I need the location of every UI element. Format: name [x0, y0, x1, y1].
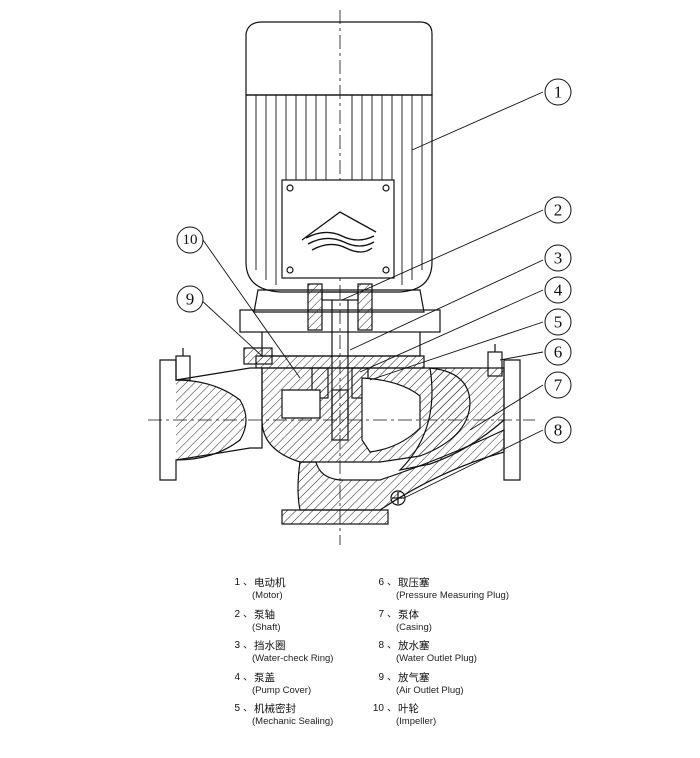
callout-10 [176, 226, 204, 254]
legend-separator: 、 [387, 577, 397, 588]
motor [245, 21, 433, 313]
legend-separator: 、 [387, 640, 397, 651]
legend-item-air-outlet-plug: 9 、 放气塞 (Air Outlet Plug) [372, 670, 572, 702]
callout-1 [544, 78, 572, 106]
legend-name-zh: 电动机 [254, 577, 286, 589]
callout-7 [544, 371, 572, 399]
legend-item-mechanic-sealing: 5 、 机械密封 (Mechanic Sealing) [228, 701, 428, 733]
legend-number: 2 [234, 608, 240, 620]
callout-label-2: 2 [554, 201, 563, 220]
terminal-box [281, 179, 395, 279]
callout-label-7: 7 [554, 376, 563, 395]
legend-name-zh: 泵盖 [254, 671, 275, 684]
callout-label-5: 5 [554, 313, 563, 332]
air-outlet-plug [175, 347, 273, 381]
legend-column-left: 1 、 电动机 (Motor) 2 、 泵轴 (Shaft) 3 、 挡水圈 (… [228, 575, 428, 733]
legend-name-en: (Pressure Measuring Plug) [396, 590, 509, 601]
callout-6 [544, 338, 572, 366]
callout-label-6: 6 [554, 343, 563, 362]
legend-name-en: (Water-check Ring) [252, 653, 334, 664]
callout-3 [544, 244, 572, 272]
legend-name-zh: 泵体 [398, 608, 419, 621]
pressure-measuring-plug [487, 344, 503, 377]
legend-separator: 、 [387, 671, 397, 683]
base-flange [281, 509, 389, 525]
legend-item-water-outlet-plug: 8 、 放水塞 (Water Outlet Plug) [372, 638, 572, 670]
legend-separator: 、 [387, 703, 397, 714]
legend-name-en: (Air Outlet Plug) [396, 684, 464, 696]
callout-label-3: 3 [554, 249, 563, 268]
callout-label-9: 9 [186, 290, 195, 309]
logo-mark [301, 211, 377, 253]
legend-number: 8 [378, 640, 384, 651]
legend-item-pump-cover: 4 、 泵盖 (Pump Cover) [228, 670, 428, 702]
legend-number: 5 [234, 703, 240, 714]
legend-number: 7 [378, 608, 384, 620]
legend-separator: 、 [243, 577, 253, 588]
bracket [239, 283, 441, 420]
legend-name-en: (Pump Cover) [252, 684, 312, 696]
legend-number: 4 [234, 671, 240, 683]
legend-item-water-check-ring: 3 、 挡水圈 (Water-check Ring) [228, 638, 428, 670]
legend-name-zh: 叶轮 [398, 703, 419, 715]
callout-markers [176, 78, 572, 444]
pump-casing [159, 359, 521, 525]
legend-name-zh: 放气塞 [398, 671, 430, 684]
legend-item-casing: 7 、 泵体 (Casing) [372, 607, 572, 639]
legend-number: 10 [372, 703, 384, 714]
callout-label-10: 10 [183, 232, 198, 248]
parts-legend: 1 、 电动机 (Motor) 2 、 泵轴 (Shaft) 3 、 挡水圈 (… [0, 575, 700, 755]
legend-item-pressure-measuring-plug: 6 、 取压塞 (Pressure Measuring Plug) [372, 575, 572, 607]
legend-name-zh: 挡水圈 [254, 640, 286, 652]
legend-separator: 、 [243, 703, 253, 714]
callout-2 [544, 196, 572, 224]
legend-name-zh: 放水塞 [398, 640, 430, 652]
legend-number: 1 [234, 577, 240, 588]
legend-separator: 、 [387, 608, 397, 620]
legend-column-right: 6 、 取压塞 (Pressure Measuring Plug) 7 、 泵体… [372, 575, 572, 733]
pump-cross-section-diagram: 1 2 3 4 5 6 7 8 9 10 [148, 10, 572, 545]
legend-separator: 、 [243, 671, 253, 683]
callout-label-4: 4 [554, 281, 563, 300]
legend-name-en: (Shaft) [252, 621, 281, 633]
legend-item-impeller: 10 、 叶轮 (Impeller) [372, 701, 572, 733]
legend-name-zh: 机械密封 [254, 703, 296, 715]
legend-number: 6 [378, 577, 384, 588]
legend-item-shaft: 2 、 泵轴 (Shaft) [228, 607, 428, 639]
callout-label-1: 1 [554, 83, 563, 102]
leader-lines [199, 91, 544, 499]
legend-item-motor: 1 、 电动机 (Motor) [228, 575, 428, 607]
legend-name-en: (Casing) [396, 621, 432, 633]
callout-9 [176, 285, 204, 313]
legend-number: 3 [234, 640, 240, 651]
callout-8 [544, 416, 572, 444]
legend-separator: 、 [243, 608, 253, 620]
legend-number: 9 [378, 671, 384, 683]
callout-4 [544, 276, 572, 304]
callout-5 [544, 308, 572, 336]
legend-name-zh: 取压塞 [398, 577, 430, 589]
legend-name-en: (Motor) [252, 590, 283, 601]
callout-label-8: 8 [554, 421, 563, 440]
legend-name-zh: 泵轴 [254, 608, 275, 621]
legend-separator: 、 [243, 640, 253, 651]
legend-name-en: (Impeller) [396, 716, 437, 727]
legend-name-en: (Mechanic Sealing) [252, 716, 334, 727]
legend-name-en: (Water Outlet Plug) [396, 653, 477, 664]
